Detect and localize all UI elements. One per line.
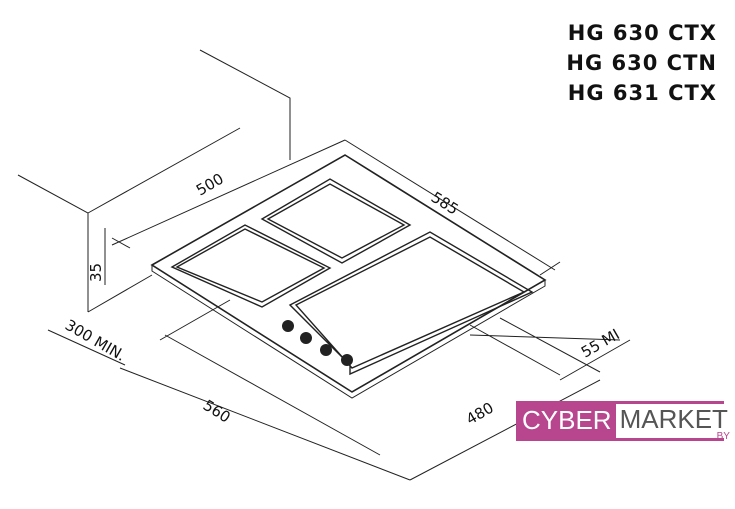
logo-suffix: .BY <box>713 431 730 442</box>
knob-1 <box>282 320 294 332</box>
dim-line-500 <box>111 139 346 249</box>
control-knobs <box>282 320 353 366</box>
cabinet-outline <box>17 49 291 313</box>
knob-3 <box>320 344 332 356</box>
dim-35-label: 35 <box>87 263 105 282</box>
cutout-outline <box>159 299 621 456</box>
model-list: HG 630 CTX HG 630 CTN HG 631 CTX <box>566 18 717 108</box>
dim-480-label: 480 <box>463 399 497 429</box>
model-name: HG 630 CTX <box>567 21 717 45</box>
dim-585-label: 585 <box>428 188 462 218</box>
knob-2 <box>300 332 312 344</box>
model-name: HG 631 CTX <box>567 81 717 105</box>
burner-zone-left <box>170 224 332 308</box>
burner-zone-back <box>260 178 412 264</box>
dim-line-480 <box>409 379 601 481</box>
model-name: HG 630 CTN <box>566 51 717 75</box>
dim-line-55 <box>559 339 631 381</box>
dim-line-585 <box>344 139 561 276</box>
dim-300-label: 300 MIN. <box>62 316 129 365</box>
knob-4 <box>341 354 353 366</box>
dim-line-300 <box>47 329 126 366</box>
cybermarket-logo: CYBER MARKET .BY <box>516 401 732 442</box>
dim-line-560 <box>119 367 411 481</box>
burner-zone-large <box>288 231 534 376</box>
dim-500-label: 500 <box>193 170 227 200</box>
hob-edge <box>151 265 546 399</box>
logo-part2: MARKET <box>619 404 728 434</box>
logo-part2-box: MARKET .BY <box>615 404 732 442</box>
dim-55-label: 55 MI <box>578 325 623 361</box>
logo-part1: CYBER <box>522 405 612 435</box>
